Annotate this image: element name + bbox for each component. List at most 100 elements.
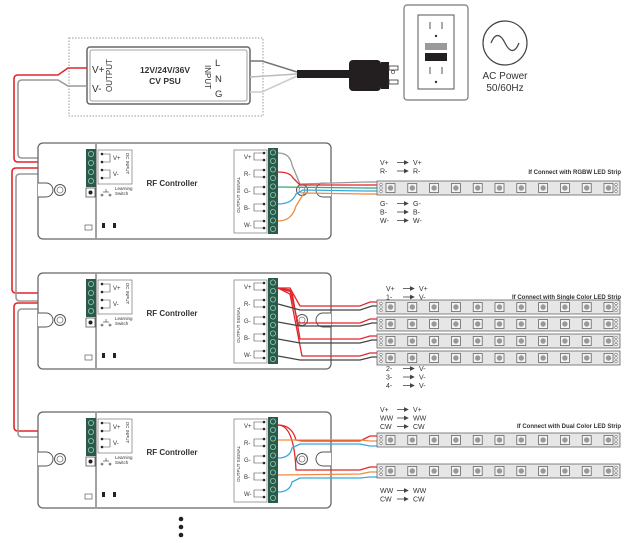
output-terminal-label: R- xyxy=(244,172,250,178)
map-from: WW xyxy=(380,416,394,423)
map-to: W- xyxy=(413,218,422,225)
single-strip-caption: If Connect with Single Color LED Strip xyxy=(512,295,621,301)
map-to: V- xyxy=(419,366,426,373)
dual-color-led-strip-1 xyxy=(376,432,621,448)
rgbw-map-row: W-W- xyxy=(380,218,422,225)
map-from: CW xyxy=(380,497,392,504)
outlet-test-button xyxy=(425,43,447,50)
map-from: CW xyxy=(380,424,392,431)
outlet-reset-button xyxy=(425,53,447,61)
psu-title-line2: CV PSU xyxy=(149,76,181,86)
map-from: 4- xyxy=(386,383,393,390)
map-to: V+ xyxy=(413,407,422,414)
map-to: G- xyxy=(413,201,421,208)
dc-input-label: DC INPUT xyxy=(125,422,130,444)
input-vminus-label: V- xyxy=(113,172,119,178)
input-vminus-label: V- xyxy=(113,441,119,447)
psu-dashed-frame xyxy=(68,37,264,117)
output-terminal-label: G- xyxy=(244,189,251,195)
mount-screw xyxy=(54,314,66,326)
controller-title: RF Controller xyxy=(146,448,197,457)
map-from: R- xyxy=(380,169,388,176)
map-from: V+ xyxy=(386,286,395,293)
psu-n-label: N xyxy=(215,74,222,85)
psu-vplus-label: V+ xyxy=(92,65,105,76)
dot xyxy=(178,532,184,538)
map-from: V+ xyxy=(380,407,389,414)
output-terminal-label: R- xyxy=(244,302,250,308)
single-map-row: 1-V- xyxy=(386,295,426,302)
output-terminal-label: G- xyxy=(244,319,251,325)
map-to: B- xyxy=(413,210,421,217)
rgbw-map-row: B-B- xyxy=(380,210,421,217)
output-terminal-block xyxy=(268,417,278,503)
rgbw-map-row: R- R- xyxy=(380,169,421,176)
ac-sine-icon xyxy=(482,20,528,66)
rgbw-strip-caption: If Connect with RGBW LED Strip xyxy=(528,170,621,176)
plug xyxy=(349,60,399,91)
dot xyxy=(178,516,184,522)
mount-screw xyxy=(296,314,308,326)
psu-output-label: OUTPUT xyxy=(105,59,114,92)
map-from: G- xyxy=(380,201,388,208)
output-signal-label: OUTPUT SIGNAL xyxy=(236,306,241,343)
map-to: V+ xyxy=(419,286,428,293)
psu-input-label: INPUT xyxy=(203,65,212,89)
learning-label: Learning xyxy=(115,186,133,191)
output-terminal-label: V+ xyxy=(244,424,252,430)
input-vplus-label: V+ xyxy=(113,425,121,431)
map-to: CW xyxy=(413,424,425,431)
output-terminal-label: G- xyxy=(244,458,251,464)
input-terminal-block xyxy=(86,418,96,456)
output-wires-2 xyxy=(277,287,378,361)
output-signal-label: OUTPUT SIGNAL xyxy=(236,176,241,213)
ac-power-label: AC Power xyxy=(482,71,528,82)
controller-title: RF Controller xyxy=(146,309,197,318)
single-color-led-strip-3 xyxy=(376,333,621,349)
dc-input-label: DC INPUT xyxy=(125,153,130,175)
dc-input-label: DC INPUT xyxy=(125,283,130,305)
psu: V+ V- OUTPUT 12V/24V/36V CV PSU INPUT L … xyxy=(68,37,264,117)
controller-title: RF Controller xyxy=(146,179,197,188)
dual-map-row: WW WW xyxy=(380,416,427,423)
output-signal-label: OUTPUT SIGNAL xyxy=(236,445,241,482)
output-terminal-block xyxy=(268,278,278,364)
dual-strip-caption: If Connect with Dual Color LED Strip xyxy=(517,424,621,430)
output-wires-3 xyxy=(277,424,378,493)
mount-screw xyxy=(54,184,66,196)
dual-map-row: V+ V+ xyxy=(380,407,422,414)
single-map-row: V+ V+ xyxy=(386,286,428,293)
mains-cable xyxy=(249,60,352,93)
map-from: 2- xyxy=(386,366,393,373)
map-from: V+ xyxy=(380,160,389,167)
plug-body xyxy=(349,60,381,91)
map-to: R- xyxy=(413,169,421,176)
ac-power: AC Power 50/60Hz xyxy=(482,20,528,94)
psu-box xyxy=(86,46,251,105)
map-from: 3- xyxy=(386,375,393,382)
map-to: V+ xyxy=(413,160,422,167)
output-terminal-label: V+ xyxy=(244,155,252,161)
switch-label: Switch xyxy=(115,321,129,326)
output-wires-1 xyxy=(277,152,378,222)
switch-label: Switch xyxy=(115,460,129,465)
mount-screw xyxy=(54,453,66,465)
output-terminal-label: B- xyxy=(244,206,250,212)
map-to: V- xyxy=(419,295,426,302)
output-terminal-label: W- xyxy=(244,223,252,229)
single-map-row: 3-V- xyxy=(386,375,426,382)
single-map-row: 4-V- xyxy=(386,383,426,390)
single-color-led-strip-2 xyxy=(376,316,621,332)
map-to: WW xyxy=(413,416,427,423)
ac-frequency-label: 50/60Hz xyxy=(486,83,523,94)
single-map-row: 2- V- xyxy=(386,366,426,373)
input-terminal-block xyxy=(86,149,96,187)
psu-l-label: L xyxy=(215,58,220,69)
rgbw-led-strip xyxy=(376,180,621,196)
input-vplus-label: V+ xyxy=(113,156,121,162)
output-terminal-label: B- xyxy=(244,336,250,342)
output-terminal-label: V+ xyxy=(244,285,252,291)
